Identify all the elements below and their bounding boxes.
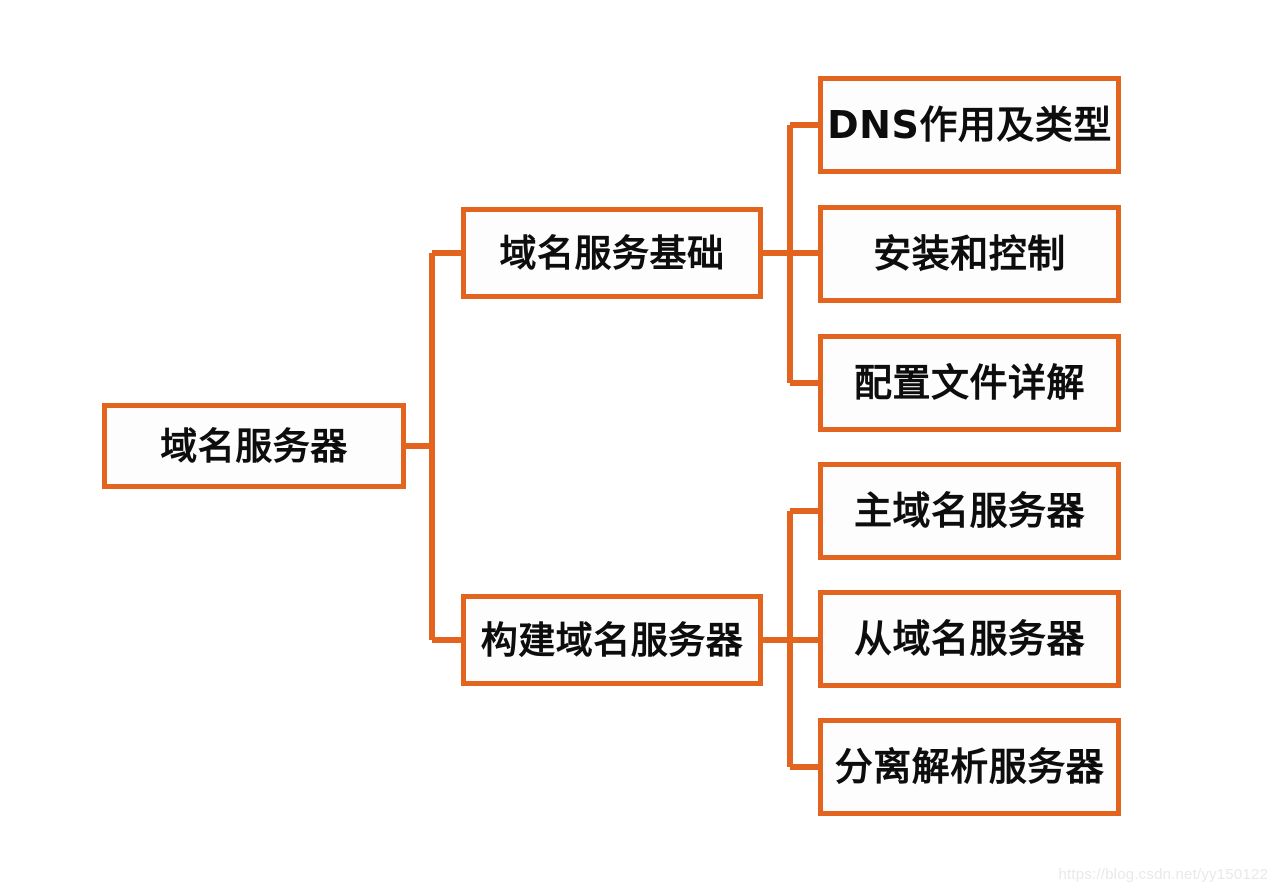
node-leaf-dns-role-types[interactable]: DNS作用及类型 [818, 76, 1121, 174]
node-leaf-master-server[interactable]: 主域名服务器 [818, 462, 1121, 560]
node-root[interactable]: 域名服务器 [102, 403, 406, 489]
watermark-text: https://blog.csdn.net/yy150122 [1058, 866, 1268, 883]
node-branch-fundamentals[interactable]: 域名服务基础 [461, 207, 763, 299]
node-leaf-split-resolution[interactable]: 分离解析服务器 [818, 718, 1121, 816]
node-leaf-install-control[interactable]: 安装和控制 [818, 205, 1121, 303]
node-branch-build[interactable]: 构建域名服务器 [461, 594, 763, 686]
node-leaf-slave-server[interactable]: 从域名服务器 [818, 590, 1121, 688]
node-leaf-config-file[interactable]: 配置文件详解 [818, 334, 1121, 432]
